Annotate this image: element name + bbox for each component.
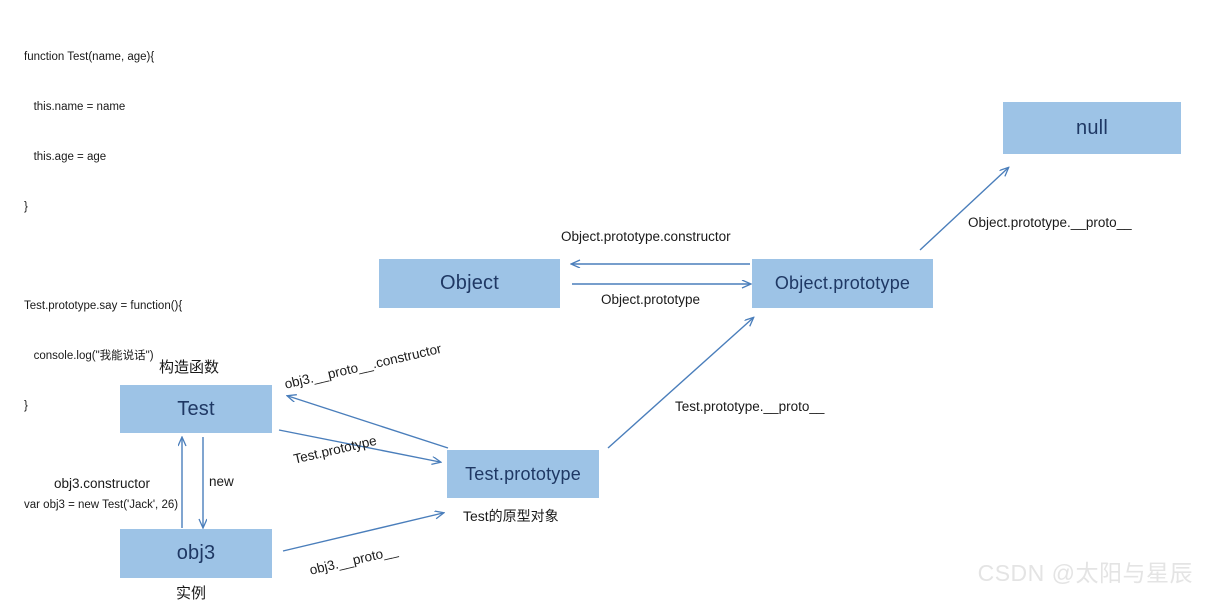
code-line: this.age = age xyxy=(24,150,107,163)
arrow-test-prototype-to-object-prototype xyxy=(607,318,753,449)
node-test[interactable]: Test xyxy=(120,385,272,433)
code-snippet: function Test(name, age){ this.name = na… xyxy=(24,16,364,530)
edge-label-obj3-dunder-proto: obj3.__proto__ xyxy=(308,542,400,578)
code-line: } xyxy=(24,399,28,412)
code-line: var obj3 = new Test('Jack', 26) xyxy=(24,499,179,512)
node-test-prototype[interactable]: Test.prototype xyxy=(447,450,599,498)
caption-test-prototype-object: Test的原型对象 xyxy=(463,508,559,524)
edge-label-new: new xyxy=(209,474,234,489)
edge-label-object-prototype-dunder-proto: Object.prototype.__proto__ xyxy=(968,215,1132,230)
node-obj3[interactable]: obj3 xyxy=(120,529,272,578)
edge-label-obj3-constructor: obj3.constructor xyxy=(54,476,151,491)
code-line-blank xyxy=(24,248,364,265)
caption-constructor-function: 构造函数 xyxy=(159,359,220,376)
code-line: this.name = name xyxy=(24,100,126,113)
code-line: } xyxy=(24,200,28,213)
node-null[interactable]: null xyxy=(1003,102,1181,154)
node-object-prototype[interactable]: Object.prototype xyxy=(752,259,933,308)
code-line: function Test(name, age){ xyxy=(24,51,155,64)
node-object[interactable]: Object xyxy=(379,259,560,308)
edge-label-object-prototype-constructor: Object.prototype.constructor xyxy=(561,229,731,244)
code-line: console.log("我能说话") xyxy=(24,349,154,362)
arrow-object-prototype-to-null xyxy=(919,168,1008,251)
code-line: Test.prototype.say = function(){ xyxy=(24,300,183,313)
watermark: CSDN @太阳与星辰 xyxy=(977,560,1193,586)
caption-instance: 实例 xyxy=(176,585,207,602)
edge-label-test-prototype-dunder-proto: Test.prototype.__proto__ xyxy=(675,399,825,414)
edge-label-object-prototype: Object.prototype xyxy=(601,292,701,307)
